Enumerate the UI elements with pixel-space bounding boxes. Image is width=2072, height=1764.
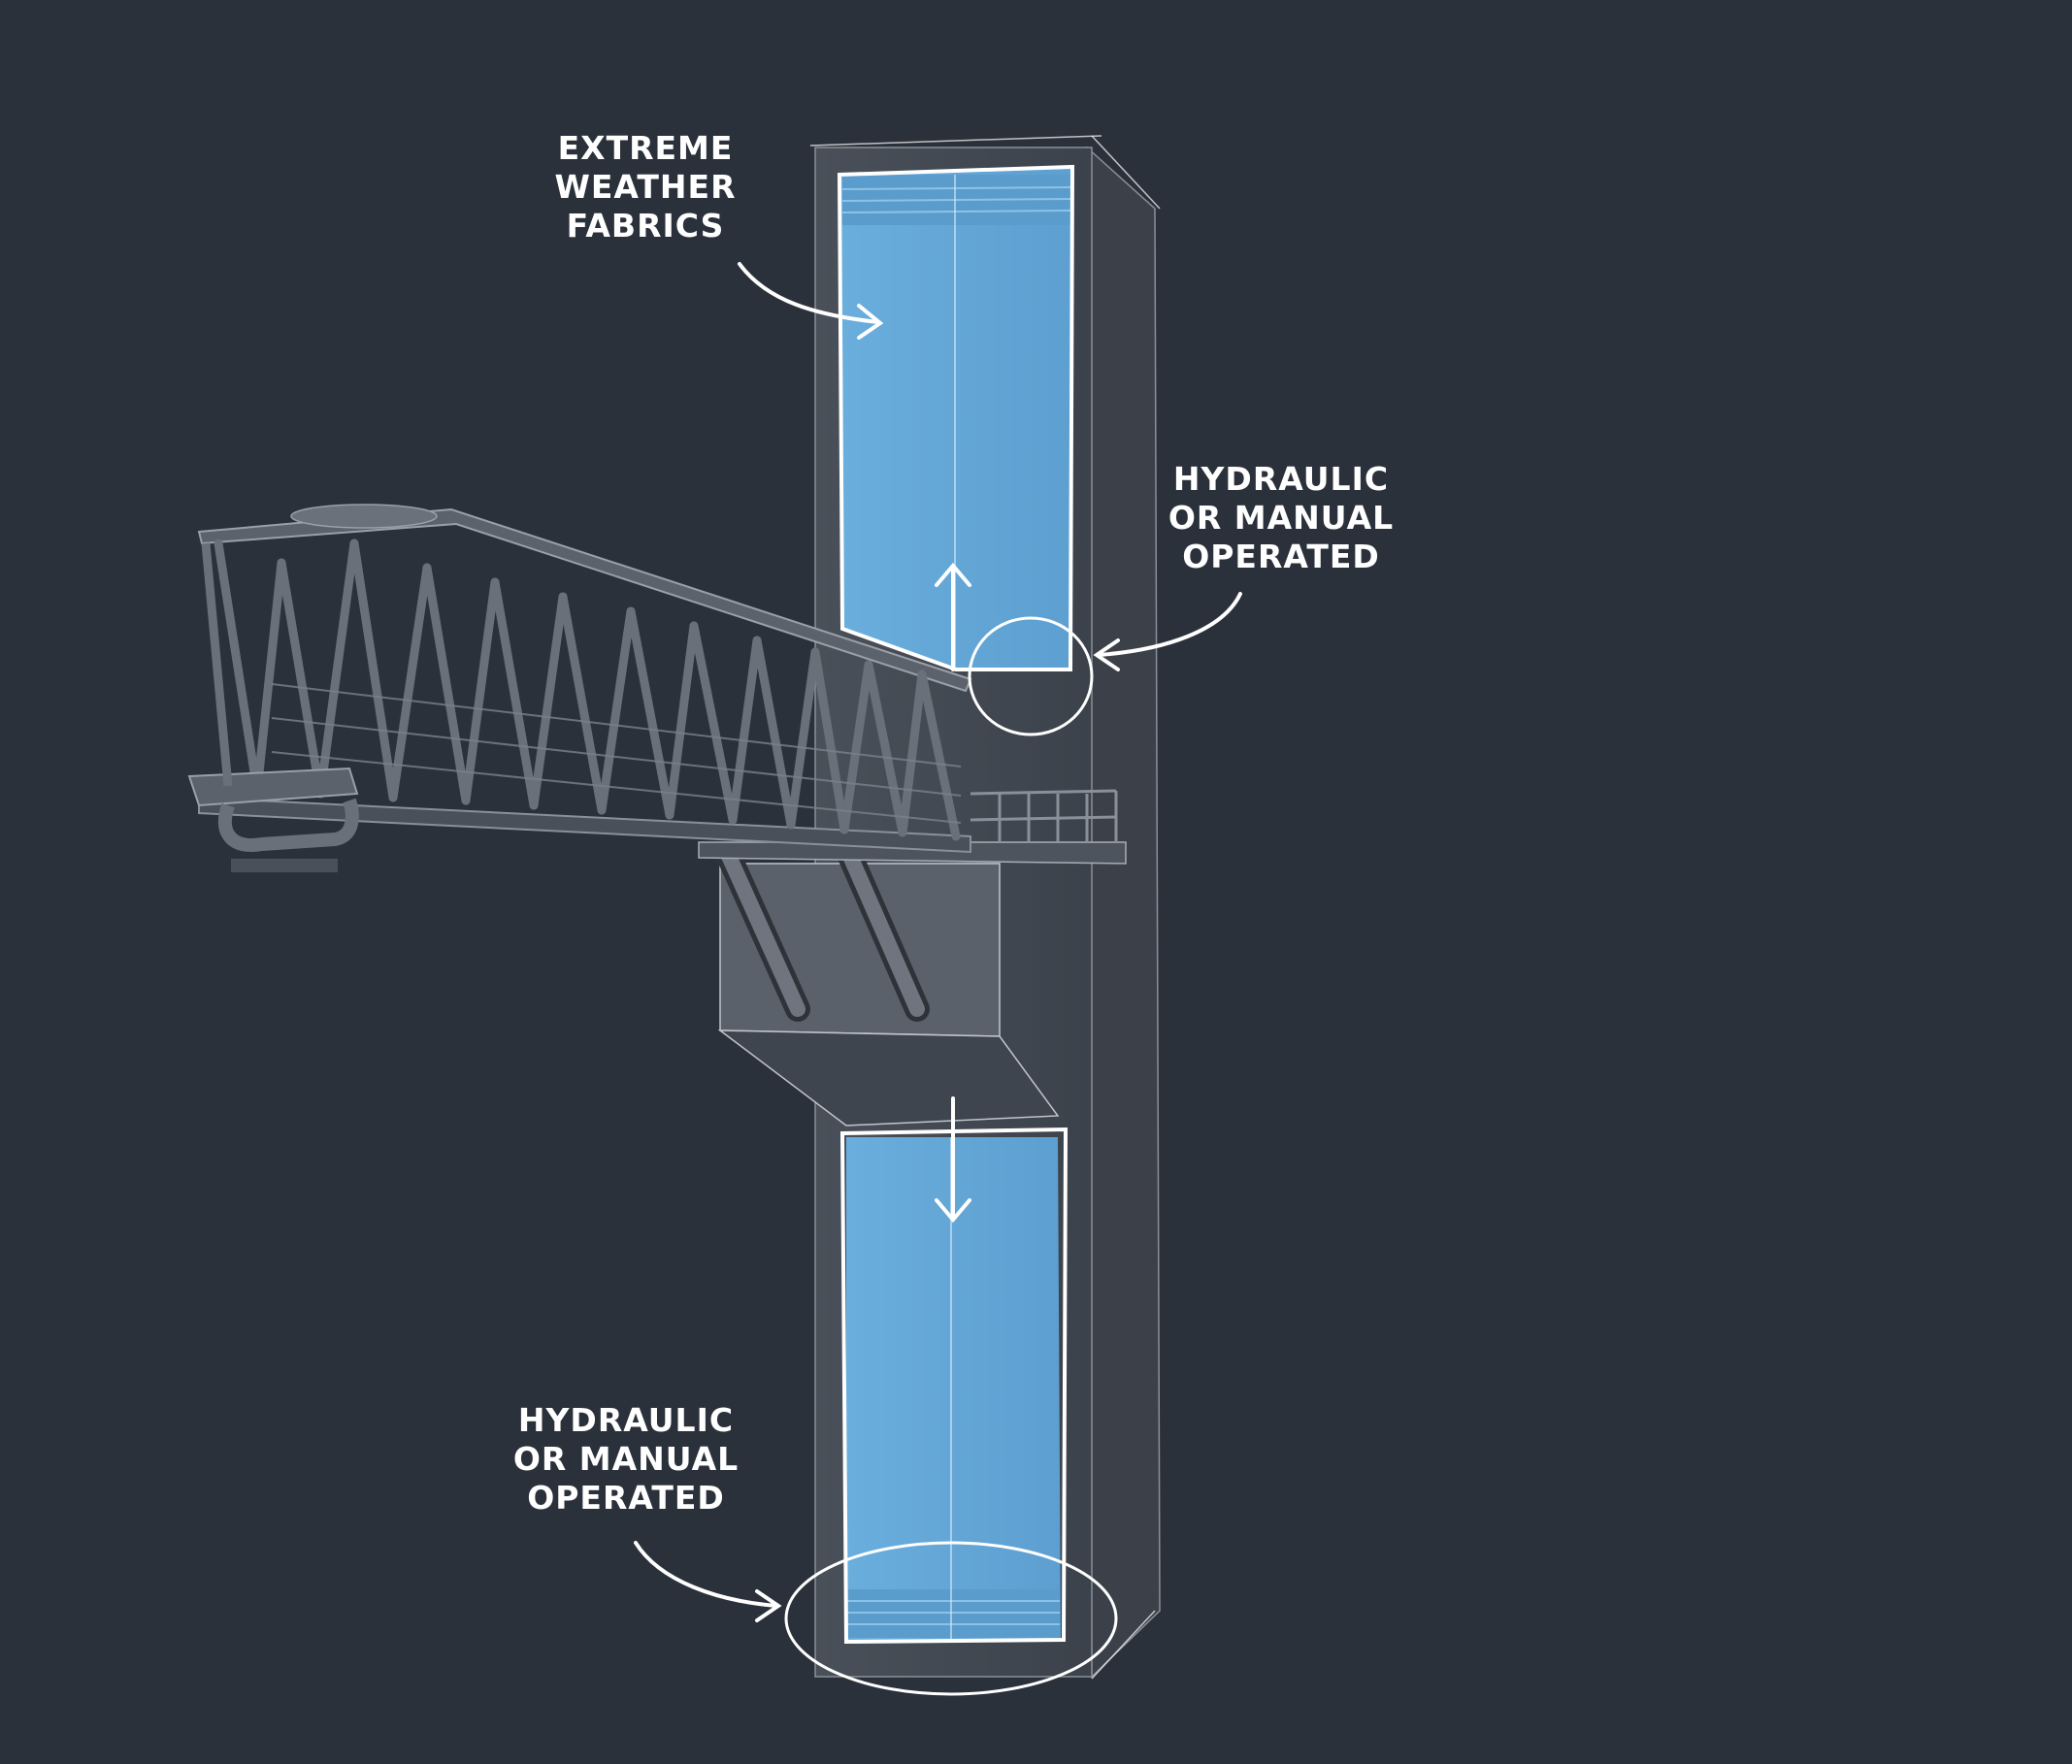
support-box bbox=[715, 841, 1060, 1127]
callout-line: HYDRAULIC bbox=[1172, 460, 1390, 498]
lower-fabric-panel bbox=[839, 1127, 1069, 1645]
callout-line: OR MANUAL bbox=[512, 1440, 740, 1478]
callout-hydraulic-bottom: HYDRAULIC OR MANUAL OPERATED bbox=[495, 1401, 757, 1518]
fabric-lower-arrow bbox=[935, 1096, 971, 1224]
highlight-circle-bottom bbox=[784, 1541, 1118, 1696]
callout-line: WEATHER bbox=[554, 168, 737, 206]
callout-line: EXTREME bbox=[557, 129, 734, 167]
callout-line: HYDRAULIC bbox=[517, 1401, 735, 1439]
fabric-raise-arrow bbox=[935, 562, 971, 671]
callout-hydraulic-top: HYDRAULIC OR MANUAL OPERATED bbox=[1145, 460, 1417, 576]
callout-leader-fabrics bbox=[738, 262, 884, 340]
truss-members bbox=[214, 539, 961, 841]
callout-line: FABRICS bbox=[566, 207, 725, 245]
callout-leader-hydraulic-top bbox=[1093, 592, 1242, 671]
callout-line: OR MANUAL bbox=[1168, 499, 1395, 537]
upper-fabric-panel bbox=[837, 164, 1075, 671]
hydraulic-cylinder-left bbox=[715, 841, 810, 1022]
landing-platform bbox=[698, 789, 1127, 865]
callout-line: OPERATED bbox=[1182, 538, 1380, 575]
callout-leader-hydraulic-bottom bbox=[634, 1541, 782, 1622]
callout-line: OPERATED bbox=[527, 1479, 725, 1517]
hydraulic-cylinder-right bbox=[837, 841, 930, 1022]
callout-extreme-weather-fabrics: EXTREME WEATHER FABRICS bbox=[543, 129, 747, 245]
gangway-truss bbox=[187, 504, 972, 872]
highlight-circle-top bbox=[968, 616, 1094, 736]
